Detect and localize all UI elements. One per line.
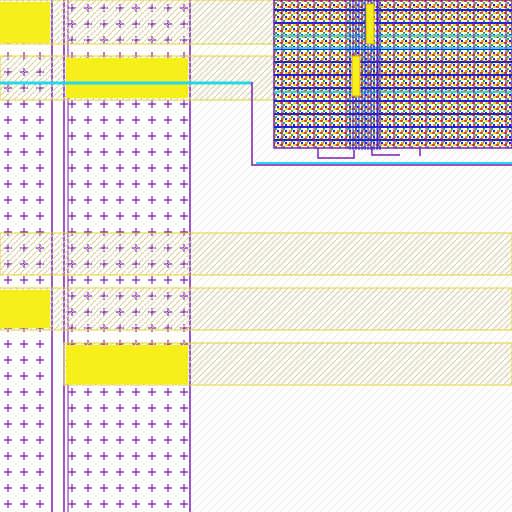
contact-block — [351, 55, 361, 97]
highlight-blocks — [0, 2, 188, 384]
metal-rail-3[interactable] — [0, 232, 512, 276]
dense-wires — [274, 0, 512, 159]
contact-block — [365, 3, 375, 45]
routing-stub — [317, 148, 421, 159]
highlight-block-4[interactable] — [66, 345, 188, 384]
highlight-block-1[interactable] — [0, 2, 50, 43]
highlight-block-2[interactable] — [66, 58, 188, 98]
via-route[interactable] — [251, 82, 512, 166]
metal-rail-4[interactable] — [0, 287, 512, 331]
highlight-block-3[interactable] — [0, 290, 50, 328]
